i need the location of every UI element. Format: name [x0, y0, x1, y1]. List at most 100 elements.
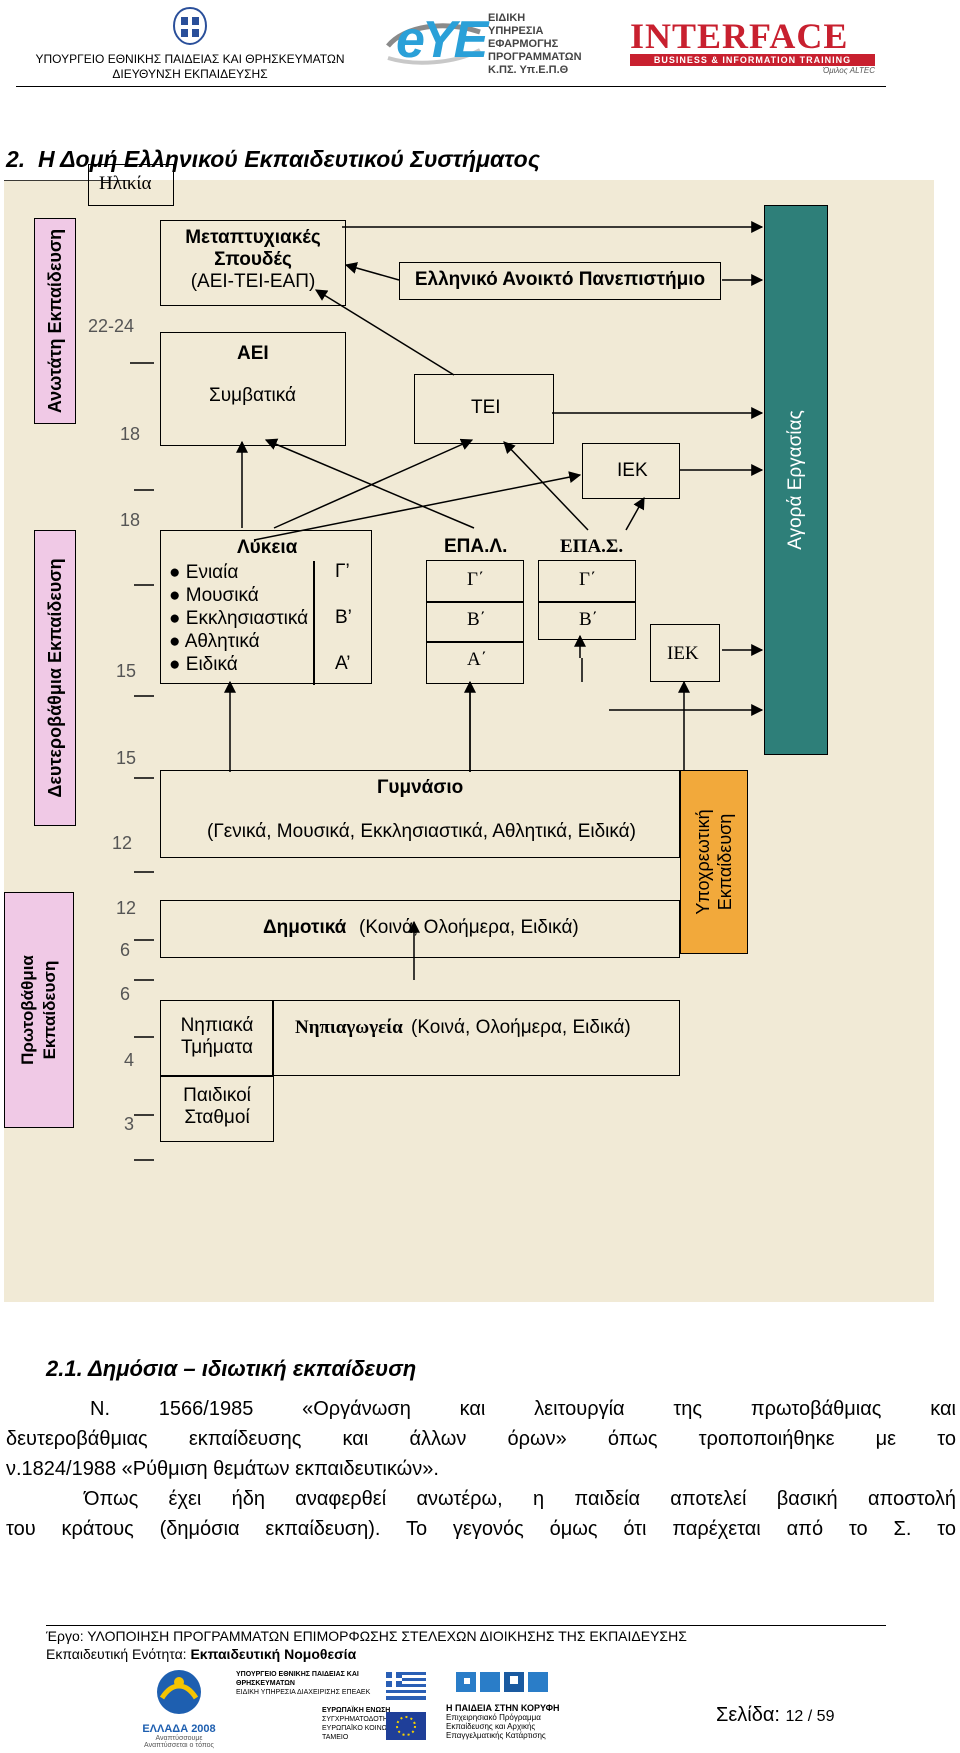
interface-logo-sub: BUSINESS & INFORMATION TRAINING [630, 54, 875, 66]
paideia-logo-sub-1: Επιχειρησιακό Πρόγραμμα [446, 1713, 541, 1722]
interface-logo-tag: Όμιλος ALTEC [822, 66, 875, 75]
ministry-footer-line-2: ΕΙΔΙΚΗ ΥΠΗΡΕΣΙΑ ΔΙΑΧΕΙΡΙΣΗΣ ΕΠΕΑΕΚ [236, 1689, 371, 1696]
lyceum-type-item: ● Εκκλησιαστικά [169, 607, 308, 630]
age-6-bottom: 6 [120, 984, 131, 1004]
lyceum-type-label: Ενιαία [185, 562, 239, 583]
epas-grade-b: Β΄ [579, 609, 598, 630]
postgraduate-line-1: Μεταπτυχιακές [185, 227, 321, 248]
epal-grade-b: Β΄ [467, 609, 486, 630]
eye-logo-line: ΕΙΔΙΚΗ [488, 12, 526, 24]
greek-flag-icon [386, 1672, 426, 1700]
compulsory-education-line: Εκπαίδευση [715, 813, 735, 911]
epal-title: ΕΠΑ.Λ. [444, 536, 508, 557]
epal-divider [427, 641, 523, 643]
footer-unit-value: Εκπαιδευτική Νομοθεσία [190, 1646, 357, 1662]
eye-logo-mark: eYE [396, 11, 488, 69]
age-15-top: 15 [116, 661, 137, 681]
lyceum-type-label: Αθλητικά [184, 631, 260, 652]
gymnasium-box: Γυμνάσιο (Γενικά, Μουσικά, Εκκλησιαστικά… [160, 770, 680, 858]
ministry-footer-logo: ΥΠΟΥΡΓΕΙΟ ΕΘΝΙΚΗΣ ΠΑΙΔΕΙΑΣ ΚΑΙ ΘΡΗΣΚΕΥΜΑ… [236, 1670, 376, 1697]
hellas-2008-sub: Αναπτύσσουμε Αναπτύσσεται ο τόπος [144, 1735, 214, 1749]
footer-unit-label: Εκπαιδευτική Ενότητα: [46, 1646, 191, 1662]
primary-education-label: Πρωτοβάθμια Εκπαίδευση [4, 892, 74, 1128]
eye-logo: eYE ΕΙΔΙΚΗ ΥΠΗΡΕΣΙΑ ΕΦΑΡΜΟΓΗΣ ΠΡΟΓΡΑΜΜΑΤ… [384, 6, 584, 78]
lyceum-box: Λύκεια ● Ενιαία ● Μουσικά ● Εκκλησιαστικ… [160, 530, 372, 685]
age-ticks [130, 362, 154, 1161]
paragraph-1-line-1: Ν. 1566/1985 «Οργάνωση και λειτουργία τη… [90, 1398, 956, 1420]
paideia-logo-sub-3: Επαγγελματικής Κατάρτισης [446, 1731, 546, 1740]
open-university-box: Ελληνικό Ανοικτό Πανεπιστήμιο [399, 262, 721, 300]
nursery-classes-line-1: Νηπιακά [180, 1015, 254, 1036]
education-structure-diagram: Ηλικία Ανωτάτη Εκπαίδευση Δευτεροβάθμια … [4, 164, 934, 1302]
lyceum-type-item: ● Αθλητικά [169, 630, 308, 653]
daycare-line-1: Παιδικοί [183, 1085, 251, 1106]
kindergarten-box: Νηπιαγωγεία (Κοινά, Ολοήμερα, Ειδικά) [272, 1000, 680, 1076]
secondary-education-text: Δευτεροβάθμια Εκπαίδευση [45, 558, 65, 798]
lyceum-type-item: ● Ειδικά [169, 653, 308, 676]
lyceum-grade-b: Β’ [335, 607, 352, 628]
primary-education-line: Πρωτοβάθμια [18, 955, 37, 1065]
lyceum-title: Λύκεια [237, 537, 298, 558]
secondary-education-label: Δευτεροβάθμια Εκπαίδευση [34, 530, 76, 826]
hellas-2008-logo: ΕΛΛΑΔΑ 2008 Αναπτύσσουμε Αναπτύσσεται ο … [134, 1668, 224, 1749]
eye-logo-line: ΥΠΗΡΕΣΙΑ [488, 25, 544, 37]
age-4: 4 [124, 1050, 135, 1070]
eu-footer-line-2: ΣΥΓΧΡΗΜΑΤΟΔΟΤΗΣΗ [322, 1716, 398, 1723]
age-header-label: Ηλικία [99, 173, 152, 194]
epal-box: Γ΄ Β΄ Α΄ [426, 560, 524, 684]
compulsory-education-label: Υποχρεωτική Εκπαίδευση [692, 809, 736, 914]
iek-mid-box: ΙΕΚ [650, 624, 720, 682]
paideia-logo: Η ΠΑΙΔΕΙΑ ΣΤΗΝ ΚΟΡΥΦΗ Επιχειρησιακό Πρόγ… [446, 1670, 576, 1740]
ministry-line-2: ΔΙΕΥΘΥΝΣΗ ΕΚΠΑΙΔΕΥΣΗΣ [112, 67, 268, 81]
labour-market-box: Αγορά Εργασίας [764, 205, 828, 755]
lyceum-grade-g: Γ’ [335, 561, 350, 582]
primary-education-line: Εκπαίδευση [40, 960, 59, 1060]
lyceum-type-label: Ειδικά [185, 654, 238, 675]
lyceum-type-item: ● Ενιαία [169, 561, 308, 584]
footer-project-line: Έργο: ΥΛΟΠΟΙΗΣΗ ΠΡΟΓΡΑΜΜΑΤΩΝ ΕΠΙΜΟΡΦΩΣΗΣ… [46, 1628, 687, 1644]
primary-school-box: Δημοτικά (Κοινά, Ολοήμερα, Ειδικά) [160, 900, 680, 958]
lyceum-type-item: ● Μουσικά [169, 584, 308, 607]
page-number-label: Σελίδα: [716, 1704, 786, 1726]
epas-box: Γ΄ Β΄ [538, 560, 636, 640]
postgraduate-line-3: (ΑΕΙ-ΤΕΙ-ΕΑΠ) [190, 271, 316, 292]
epas-grade-g: Γ΄ [579, 569, 597, 590]
postgraduate-box: Μεταπτυχιακές Σπουδές (ΑΕΙ-ΤΕΙ-ΕΑΠ) [160, 220, 346, 306]
tei-box: ΤΕΙ [414, 374, 554, 444]
kindergarten-title: Νηπιαγωγεία [295, 1017, 403, 1038]
primary-school-title: Δημοτικά [263, 917, 347, 938]
iek-mid-label: ΙΕΚ [667, 643, 699, 664]
nursery-classes-box: Νηπιακά Τμήματα [160, 1000, 274, 1076]
age-12-top: 12 [112, 833, 133, 853]
lyceum-grade-divider [313, 561, 315, 685]
paideia-logo-title: Η ΠΑΙΔΕΙΑ ΣΤΗΝ ΚΟΡΥΦΗ [446, 1703, 560, 1713]
age-6-top: 6 [120, 940, 131, 960]
epal-grade-g: Γ΄ [467, 569, 485, 590]
daycare-line-2: Σταθμοί [184, 1107, 250, 1128]
page-number: Σελίδα: 12 / 59 [716, 1704, 834, 1727]
header: ΥΠΟΥΡΓΕΙΟ ΕΘΝΙΚΗΣ ΠΑΙΔΕΙΑΣ ΚΑΙ ΘΡΗΣΚΕΥΜΑ… [0, 0, 960, 90]
bullet-icon: ● [169, 585, 186, 606]
kindergarten-subtitle: (Κοινά, Ολοήμερα, Ειδικά) [411, 1017, 631, 1038]
epas-divider [539, 601, 635, 603]
paragraph-1-line-3: ν.1824/1988 «Ρύθμιση θεμάτων εκπαιδευτικ… [6, 1458, 439, 1480]
nursery-classes-line-2: Τμήματα [181, 1037, 253, 1058]
age-18-bottom: 18 [120, 510, 141, 530]
eu-footer-line-1: ΕΥΡΩΠΑΪΚΗ ΕΝΩΣΗ [322, 1707, 391, 1714]
eye-logo-text: ΕΙΔΙΚΗ ΥΠΗΡΕΣΙΑ ΕΦΑΡΜΟΓΗΣ ΠΡΟΓΡΑΜΜΑΤΩΝ Κ… [488, 12, 582, 77]
aei-box: ΑΕΙ Συμβατικά [160, 332, 346, 446]
postgraduate-line-2: Σπουδές [214, 249, 292, 270]
lyceum-type-label: Εκκλησιαστικά [185, 608, 309, 629]
hellas-2008-icon [157, 1670, 201, 1714]
paideia-logo-icon [456, 1672, 548, 1692]
ministry-footer-line-1: ΥΠΟΥΡΓΕΙΟ ΕΘΝΙΚΗΣ ΠΑΙΔΕΙΑΣ ΚΑΙ ΘΡΗΣΚΕΥΜΑ… [236, 1671, 359, 1687]
age-12-bottom: 12 [116, 898, 137, 918]
epal-divider [427, 601, 523, 603]
tei-label: ΤΕΙ [471, 397, 501, 418]
hellas-2008-text: ΕΛΛΑΔΑ 2008 [142, 1723, 216, 1735]
aei-subtitle: Συμβατικά [209, 385, 296, 406]
gymnasium-subtitle: (Γενικά, Μουσικά, Εκκλησιαστικά, Αθλητικ… [207, 821, 636, 842]
header-rule [16, 86, 886, 87]
age-3: 3 [124, 1114, 135, 1134]
compulsory-education-line: Υποχρεωτική [693, 809, 713, 915]
